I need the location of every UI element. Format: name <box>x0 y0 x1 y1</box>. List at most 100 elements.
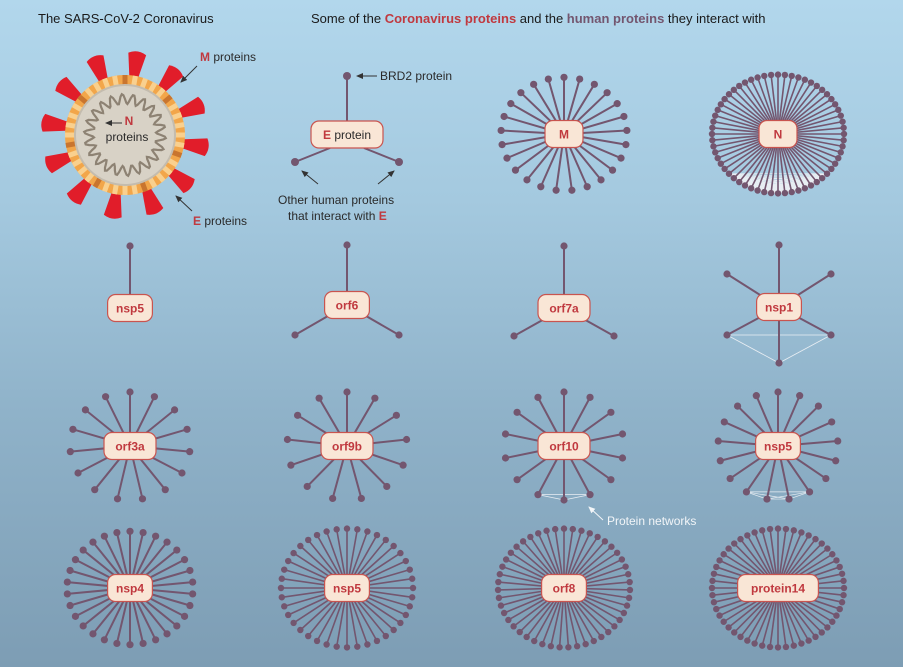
viral-protein-label: N <box>774 128 783 142</box>
membrane-protein <box>65 122 77 129</box>
n-proteins-text: proteins <box>106 130 149 144</box>
human-protein-dot <box>544 75 552 83</box>
human-protein-dot <box>586 491 594 499</box>
human-protein-dot <box>603 89 611 97</box>
human-protein-dot <box>840 577 847 585</box>
membrane-protein <box>173 141 185 148</box>
human-protein-dot <box>560 496 568 504</box>
human-protein-dot <box>710 599 718 606</box>
human-protein-dot <box>805 637 812 644</box>
viral-protein-node <box>537 293 591 323</box>
human-protein-dot <box>333 643 340 650</box>
human-protein-dot <box>782 525 790 533</box>
human-protein-dot <box>161 486 169 494</box>
human-protein-dot <box>798 640 805 647</box>
human-protein-dot <box>568 186 576 194</box>
spike-proteins <box>41 51 209 219</box>
m-letter: M <box>200 50 210 64</box>
human-protein-dot <box>835 154 842 162</box>
human-protein-dot <box>795 187 802 194</box>
human-protein-dot <box>751 640 758 647</box>
human-protein-dot <box>510 623 517 630</box>
human-protein-dot <box>576 75 584 83</box>
human-protein-dot <box>277 584 285 592</box>
human-protein-dot <box>725 545 732 552</box>
human-protein-dot <box>712 149 719 156</box>
human-protein-dot <box>513 543 520 550</box>
human-protein-dot <box>113 528 121 537</box>
human-protein-dot <box>751 529 758 536</box>
human-protein-dot <box>343 388 351 396</box>
human-protein-dot <box>189 578 197 586</box>
human-protein-dot <box>782 643 790 651</box>
human-protein-dot <box>71 612 80 620</box>
human-protein-dot <box>113 495 122 503</box>
human-protein-dot <box>736 82 743 90</box>
human-protein-dot <box>730 86 738 94</box>
human-protein-dot <box>186 448 194 456</box>
others-label-line1: Other human proteins <box>278 193 395 207</box>
membrane-protein <box>92 81 103 93</box>
human-protein-dot <box>754 187 761 194</box>
human-protein-dot <box>790 527 797 534</box>
human-protein-dot <box>781 71 789 79</box>
membrane-protein <box>65 141 77 148</box>
human-protein-dot <box>812 535 819 543</box>
human-protein-dot <box>507 100 515 108</box>
human-protein-dot <box>829 551 836 558</box>
human-protein-dot <box>717 160 725 167</box>
human-protein-dot <box>291 158 299 166</box>
human-protein-dot <box>523 176 531 184</box>
human-protein-dot <box>840 130 848 138</box>
human-protein-dot <box>731 629 738 636</box>
human-protein-dot <box>173 546 181 554</box>
human-protein-dot <box>343 525 351 532</box>
protein-cluster-orf6: orf6 <box>291 241 403 339</box>
membrane-protein <box>171 149 183 158</box>
human-protein-dot <box>832 457 840 465</box>
human-protein-dot <box>708 584 716 592</box>
human-protein-dot <box>835 106 842 114</box>
brd2-protein-dot <box>343 72 351 80</box>
human-protein-dot <box>618 454 627 462</box>
title-prefix: Some of the <box>311 11 385 26</box>
protein-cluster-nsp4: nsp4 <box>63 527 197 649</box>
human-protein-dot <box>812 633 819 641</box>
spike-protein <box>86 55 109 85</box>
viral-protein-node <box>537 431 591 461</box>
human-protein-dot <box>406 566 413 573</box>
human-protein-dot <box>138 495 147 503</box>
human-protein-dot <box>510 332 518 340</box>
human-protein-dot <box>607 408 615 416</box>
human-protein-dot <box>720 618 727 625</box>
human-protein-dot <box>623 602 631 609</box>
link <box>294 147 331 163</box>
membrane-protein <box>102 77 111 89</box>
human-protein-dot <box>714 154 721 162</box>
viral-protein-node <box>106 573 153 603</box>
human-protein-dot <box>66 448 74 456</box>
membrane-protein <box>131 75 138 87</box>
viral-protein-node <box>103 431 157 461</box>
human-protein-dot <box>560 73 568 81</box>
e-letter: E <box>193 214 202 228</box>
human-protein-dot <box>767 189 775 197</box>
human-protein-dot <box>501 454 510 462</box>
human-protein-dot <box>766 525 774 533</box>
human-protein-dot <box>89 630 97 638</box>
human-protein-dot <box>329 494 337 503</box>
others-arrow-right <box>377 170 395 185</box>
human-protein-dot <box>839 143 846 150</box>
human-protein-dot <box>613 100 621 108</box>
viral-protein-node <box>754 431 801 461</box>
human-protein-dot <box>754 74 761 81</box>
human-protein-dot <box>709 591 716 599</box>
human-protein-dot <box>717 101 725 108</box>
membrane-protein <box>167 102 179 113</box>
human-protein-dot <box>395 331 403 339</box>
human-protein-dot <box>601 538 609 545</box>
network-link <box>563 494 591 501</box>
human-protein-dot <box>714 437 722 445</box>
human-protein-dot <box>828 418 836 426</box>
